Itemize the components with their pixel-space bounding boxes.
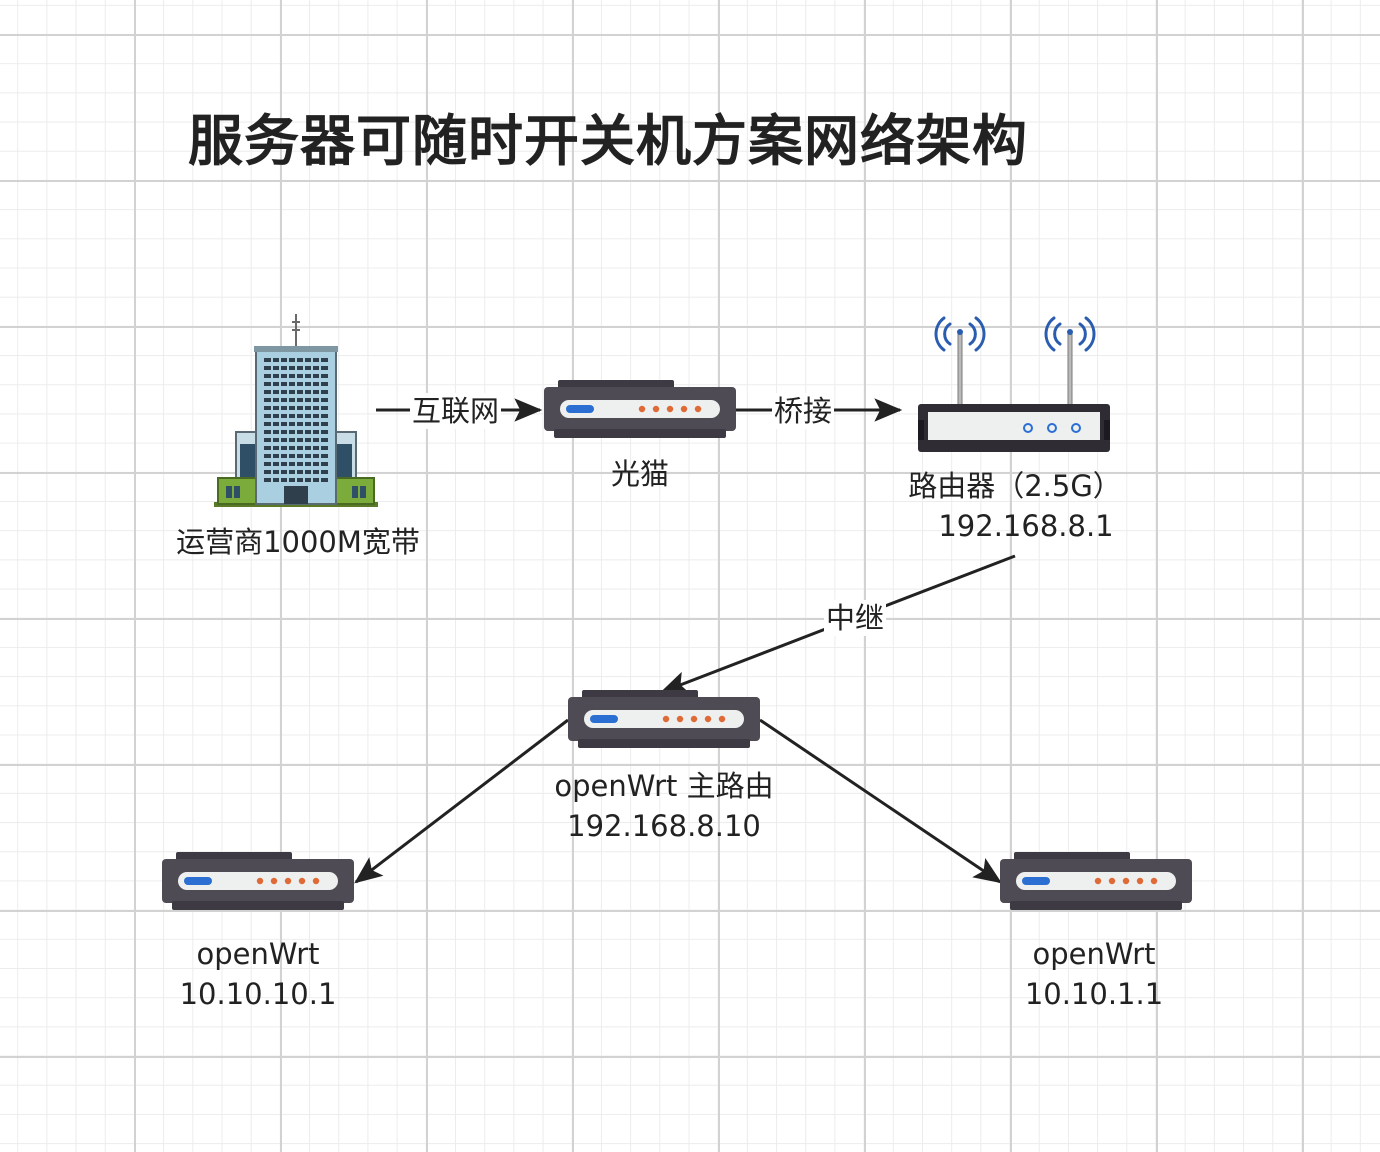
office-building-icon — [214, 314, 378, 507]
edge-main-left — [354, 718, 569, 884]
left-openwrt-name: openWrt — [196, 937, 320, 971]
main-openwrt-label: openWrt 主路由 192.168.8.10 — [544, 766, 784, 846]
diagram-title: 服务器可随时开关机方案网络架构 — [188, 109, 1029, 173]
router-label: 路由器（2.5G） 192.168.8.1 — [890, 466, 1140, 546]
wifi-router-node[interactable] — [916, 308, 1112, 456]
left-openwrt-ip: 10.10.10.1 — [179, 977, 337, 1011]
isp-label: 运营商1000M宽带 — [176, 525, 420, 559]
left-openwrt-node[interactable] — [160, 852, 356, 912]
openwrt-device-icon — [162, 852, 354, 910]
wifi-router-icon — [918, 316, 1110, 452]
main-openwrt-ip: 192.168.8.10 — [567, 809, 761, 843]
right-openwrt-node[interactable] — [998, 852, 1194, 912]
modem-device-icon — [544, 380, 736, 438]
main-openwrt-name: openWrt 主路由 — [554, 769, 774, 803]
right-openwrt-name: openWrt — [1032, 937, 1156, 971]
main-openwrt-node[interactable] — [566, 690, 762, 750]
right-openwrt-label: openWrt 10.10.1.1 — [992, 934, 1196, 1014]
wifi-signal-icon — [934, 316, 1096, 352]
modem-label: 光猫 — [610, 457, 669, 491]
edge-main-right — [759, 718, 1002, 884]
openwrt-device-icon — [568, 690, 760, 748]
modem-node[interactable] — [542, 380, 738, 440]
left-openwrt-label: openWrt 10.10.10.1 — [156, 934, 360, 1014]
edge-label-relay: 中继 — [824, 600, 887, 636]
openwrt-device-icon — [1000, 852, 1192, 910]
right-openwrt-ip: 10.10.1.1 — [1024, 977, 1164, 1011]
edge-label-internet: 互联网 — [410, 393, 502, 429]
isp-building-node[interactable] — [214, 312, 378, 508]
router-ip: 192.168.8.1 — [938, 509, 1114, 543]
router-name: 路由器（2.5G） — [908, 469, 1122, 503]
edge-label-bridge: 桥接 — [772, 393, 835, 429]
